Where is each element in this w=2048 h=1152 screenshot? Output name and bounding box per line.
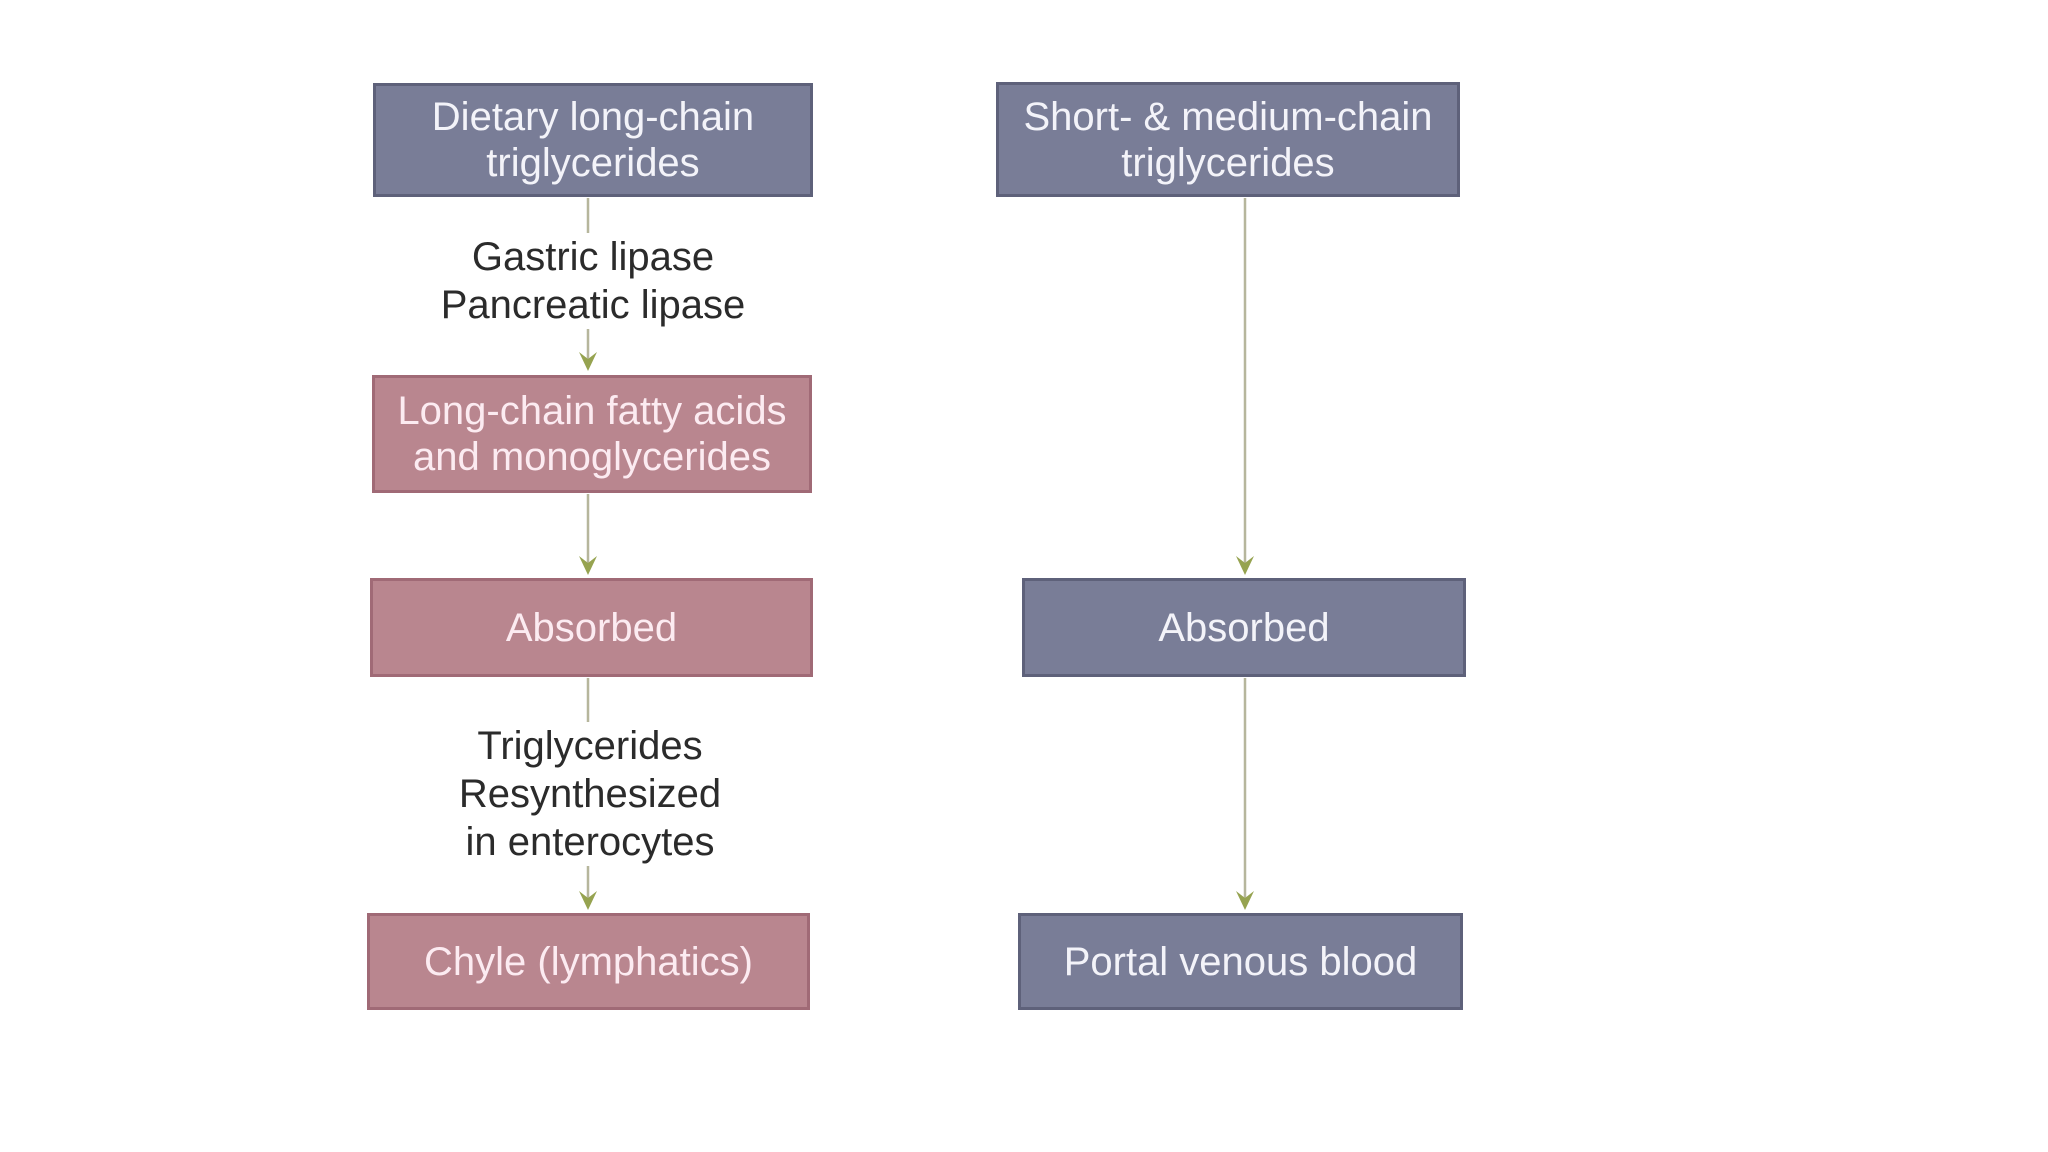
edge-label-lipases: Gastric lipase Pancreatic lipase (393, 233, 793, 329)
node-chyle-lymphatics: Chyle (lymphatics) (367, 913, 810, 1010)
arrow-smct-to-absorbed (1236, 198, 1254, 575)
node-label: Absorbed (1158, 605, 1330, 650)
edge-label-resynthesis: Triglycerides Resynthesized in enterocyt… (390, 722, 790, 866)
node-label: Chyle (lymphatics) (424, 939, 753, 984)
node-label: Absorbed (505, 605, 678, 650)
node-long-chain-fatty-acids: Long-chain fatty acids and monoglyceride… (372, 375, 812, 493)
node-label: Short- & medium-chain triglycerides (1023, 94, 1433, 185)
node-label: Portal venous blood (1063, 939, 1418, 984)
node-absorbed-left: Absorbed (370, 578, 813, 677)
arrow-lcfa-to-absorbed (579, 494, 597, 575)
node-portal-venous-blood: Portal venous blood (1018, 913, 1463, 1010)
arrow-absorbed-to-portal (1236, 678, 1254, 910)
node-absorbed-right: Absorbed (1022, 578, 1466, 677)
node-label: Long-chain fatty acids and monoglyceride… (397, 389, 787, 479)
node-label: Dietary long-chain triglycerides (431, 95, 755, 185)
node-dietary-long-chain-triglycerides: Dietary long-chain triglycerides (373, 83, 813, 197)
node-short-medium-chain-triglycerides: Short- & medium-chain triglycerides (996, 82, 1460, 197)
